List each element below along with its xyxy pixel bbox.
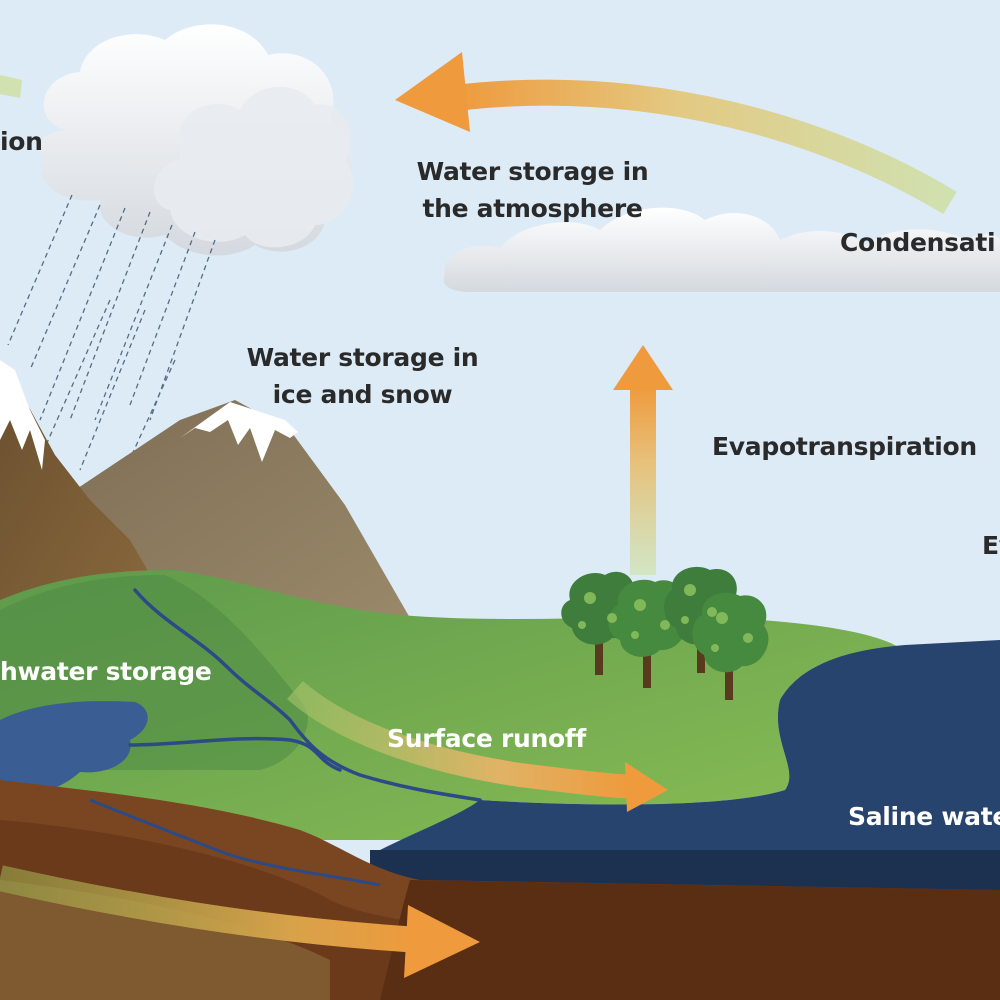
ice-snow-storage-label-line2: ice and snow [272, 380, 453, 409]
underground-river [89, 798, 381, 887]
atmosphere-storage-label-line2: the atmosphere [422, 194, 643, 223]
soil-layer-deep [0, 880, 330, 1000]
ocean [380, 640, 1000, 850]
freshwater-lake [0, 701, 148, 794]
atmosphere-storage-label-line1: Water storage in [416, 157, 649, 186]
ocean-floor [380, 880, 1000, 1000]
flat-cloud [443, 207, 1000, 292]
groundwater-arrow [0, 865, 480, 978]
atmosphere-storage-label: Water storage in the atmosphere [400, 153, 665, 227]
freshwater-storage-label: hwater storage [0, 657, 212, 686]
precipitation-label: ion [0, 127, 43, 156]
storm-cloud [37, 24, 354, 256]
evaporation-label: Ev [982, 531, 1000, 560]
atmosphere-arc-arrow [395, 52, 957, 215]
ice-snow-storage-label-line1: Water storage in [246, 343, 479, 372]
rain-lines [7, 194, 216, 526]
saline-water-label: Saline wate [848, 802, 1000, 831]
front-mountain-snow [0, 360, 45, 470]
evapotranspiration-label: Evapotranspiration [712, 432, 977, 461]
back-mountain-snow [180, 402, 298, 462]
precipitation-arc-arrow-tail [0, 75, 22, 98]
surface-runoff-label: Surface runoff [387, 724, 587, 753]
evapotranspiration-arrow [613, 345, 673, 575]
trees [561, 566, 769, 700]
condensation-label: Condensati [840, 228, 996, 257]
front-mountain [0, 360, 165, 640]
rivers [128, 588, 482, 802]
ice-snow-storage-label: Water storage in ice and snow [230, 339, 495, 413]
surface-runoff-arrow [287, 680, 668, 812]
